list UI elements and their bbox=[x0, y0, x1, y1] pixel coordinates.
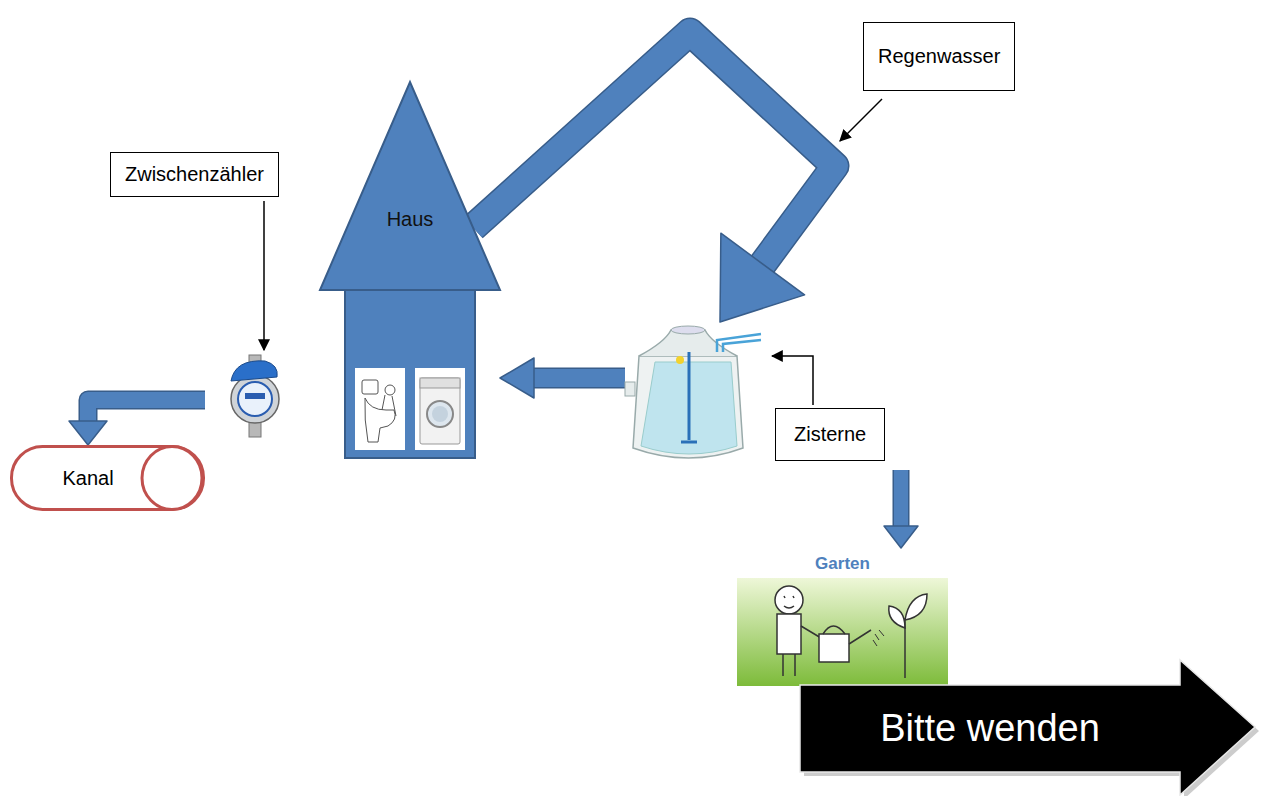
flow-arrow bbox=[500, 358, 625, 398]
flow-arrow bbox=[69, 400, 205, 445]
callout-label: Regenwasser bbox=[863, 22, 1015, 91]
cistern-pipe bbox=[681, 352, 697, 442]
turn-node: Bitte wenden bbox=[800, 655, 1258, 795]
cistern-float bbox=[676, 356, 684, 364]
meter-face bbox=[238, 382, 272, 416]
canal-label: Kanal bbox=[10, 445, 166, 511]
garden-ground bbox=[737, 578, 948, 686]
cistern-outlet bbox=[625, 382, 635, 396]
meter-body bbox=[231, 375, 279, 423]
washer-drawing bbox=[420, 378, 460, 444]
meter-lid bbox=[231, 361, 277, 381]
cistern-inlet bbox=[717, 334, 761, 352]
arrow-head bbox=[720, 233, 805, 322]
arrow-shaft bbox=[473, 32, 835, 276]
leader-line bbox=[263, 201, 265, 350]
turn-arrow-body bbox=[800, 660, 1255, 795]
meter-icon bbox=[205, 355, 305, 440]
toilet-icon bbox=[355, 368, 405, 450]
gardener-figure bbox=[775, 586, 821, 676]
cistern-label: Zisterne bbox=[775, 408, 885, 461]
canal-end bbox=[142, 447, 202, 510]
cistern-lid bbox=[671, 326, 705, 334]
turn-label: Bitte wenden bbox=[800, 685, 1180, 772]
house-roof bbox=[320, 82, 500, 290]
arrow-outline bbox=[893, 470, 910, 530]
arrow-head bbox=[69, 421, 107, 445]
washer-icon bbox=[415, 368, 465, 450]
garden-node: Garten bbox=[737, 548, 948, 686]
house-node: Haus bbox=[320, 80, 500, 460]
house-label: Haus bbox=[320, 208, 500, 231]
plant bbox=[889, 594, 927, 678]
watering-can bbox=[819, 626, 871, 662]
arrow-head bbox=[500, 358, 534, 398]
meter-label: Zwischenzähler bbox=[110, 152, 279, 197]
flow-arrow bbox=[884, 470, 918, 548]
flow-arrow bbox=[473, 32, 835, 322]
arrow-outline bbox=[473, 32, 835, 276]
arrow-head bbox=[884, 526, 918, 548]
arrow-outline bbox=[527, 368, 625, 389]
meter-node: Zwischenzähler bbox=[205, 355, 305, 440]
garden-label: Garten bbox=[737, 554, 948, 574]
leader-line bbox=[772, 356, 813, 405]
water-drops bbox=[873, 630, 884, 646]
arrow-shaft bbox=[894, 470, 908, 530]
toilet-drawing bbox=[362, 380, 396, 442]
house-body bbox=[345, 290, 475, 458]
leader-line bbox=[840, 99, 882, 141]
canal-node: Kanal bbox=[10, 445, 205, 511]
meter-dial bbox=[245, 393, 265, 399]
house-shape bbox=[320, 80, 500, 460]
cistern-node: Zisterne bbox=[625, 322, 960, 470]
arrow-shaft bbox=[527, 369, 625, 387]
